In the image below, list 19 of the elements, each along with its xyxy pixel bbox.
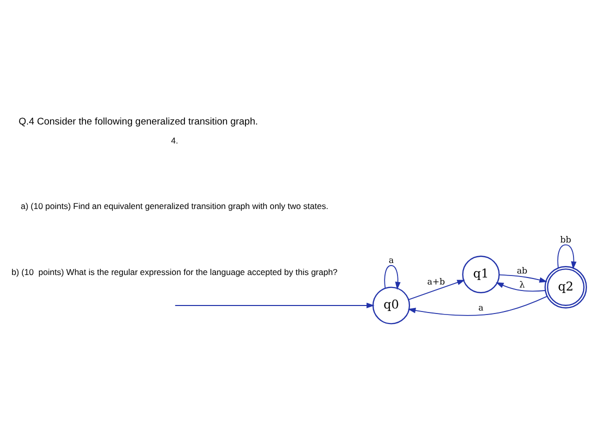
arrow: [498, 274, 548, 283]
arrow: [496, 282, 546, 292]
arrow: [557, 244, 577, 270]
edge-label: a: [388, 256, 394, 266]
node-circle: q0: [372, 286, 410, 324]
label: a) (10 points) Find an equivalent generalized transition graph with only two states.: [20, 201, 328, 212]
arrow: [408, 296, 548, 316]
arrow: [408, 280, 466, 300]
edge-label: ab: [516, 266, 528, 276]
edge-label: λ: [519, 280, 525, 290]
arrow: [174, 302, 374, 308]
edge-label: bb: [560, 236, 572, 246]
node-circle: q1: [462, 256, 500, 294]
arrow: [384, 265, 401, 290]
edge-label: a+b: [427, 277, 445, 288]
label: b) (10 points) What is the regular expression for the language accepted by this graph?: [11, 266, 338, 277]
diagram-title: Q.4 Consider the following generalized transition graph.: [18, 116, 258, 128]
label: 4.: [170, 135, 178, 146]
edge-label: a: [478, 303, 484, 314]
